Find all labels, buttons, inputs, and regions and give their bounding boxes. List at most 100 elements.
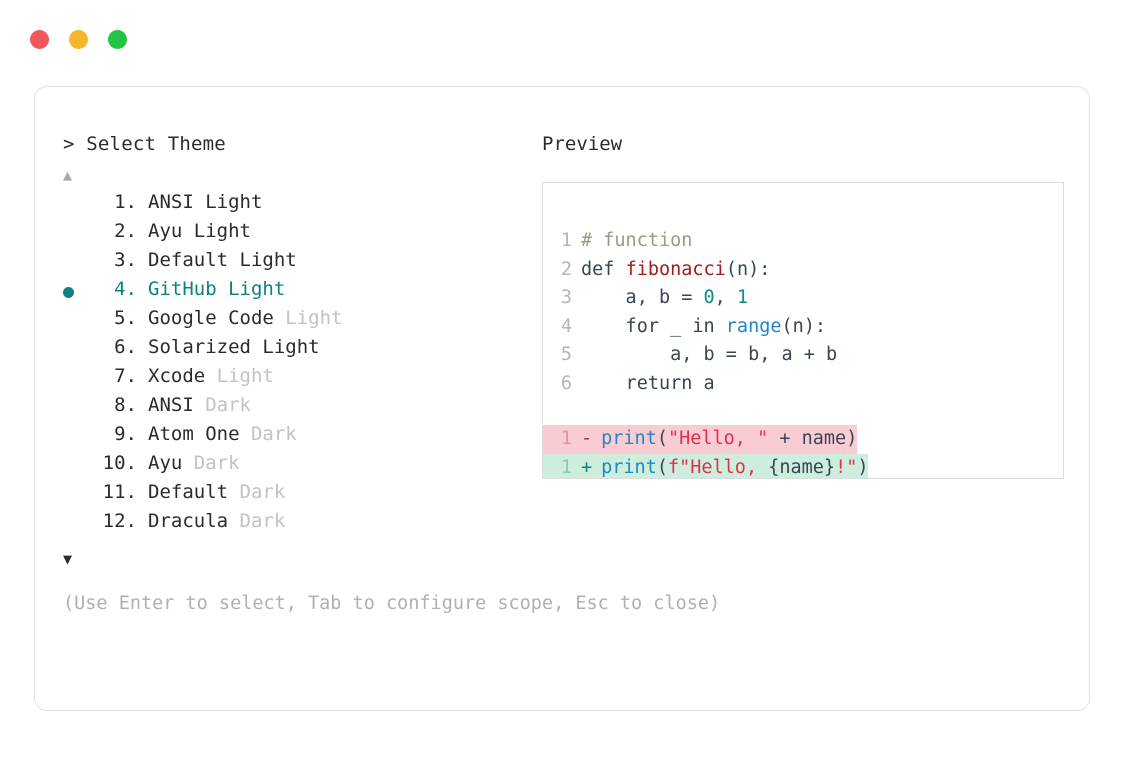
theme-name: ANSI Dark — [148, 394, 251, 416]
diff-line-added: 1 + print(f"Hello, {name}!") — [543, 453, 869, 479]
theme-index: 9. — [114, 423, 137, 445]
theme-variant: Light — [228, 278, 286, 300]
code-line-text: a, b = 0, 1 — [581, 284, 749, 313]
code-token-punct: (n): — [781, 315, 827, 337]
theme-list-item[interactable]: 10. Ayu Dark — [63, 452, 533, 481]
close-button[interactable] — [30, 30, 49, 49]
theme-name: ANSI Light — [148, 191, 263, 213]
theme-variant: Dark — [250, 423, 297, 445]
selection-bullet-cell — [63, 423, 93, 452]
theme-index: 10. — [102, 452, 137, 474]
theme-index: 2. — [114, 220, 137, 242]
code-token-punct: (n): — [725, 258, 771, 280]
theme-name: Solarized Light — [148, 336, 320, 358]
code-token-punct: ( — [656, 456, 668, 478]
theme-list-item[interactable]: 7.Xcode Light — [63, 365, 533, 394]
theme-index: 1. — [114, 191, 137, 213]
code-token-string: !" — [835, 456, 858, 478]
line-number: 1 — [560, 428, 572, 449]
diff-line-text: print(f"Hello, {name}!") — [601, 454, 869, 479]
theme-list-item[interactable]: 9.Atom One Dark — [63, 423, 533, 452]
code-line: 3 a, b = 0, 1 — [558, 284, 1063, 313]
theme-variant: Dark — [193, 452, 240, 474]
theme-list-item[interactable]: 12. Dracula Dark — [63, 510, 533, 539]
selection-bullet-cell — [63, 220, 93, 249]
theme-list-item[interactable]: 5. Google Code Light — [63, 307, 533, 336]
theme-index: 6. — [114, 336, 137, 358]
theme-index: 5. — [114, 307, 137, 329]
code-token-builtin: print — [601, 456, 657, 478]
selection-bullet-cell — [63, 365, 93, 394]
prompt-label: > Select Theme — [63, 133, 226, 155]
theme-list-item[interactable]: 6. Solarized Light — [63, 336, 533, 365]
theme-variant: Dark — [239, 481, 286, 503]
code-line-text: a, b = b, a + b — [581, 341, 837, 370]
theme-name: GitHub Light — [148, 278, 286, 300]
line-number: 3 — [560, 287, 572, 308]
code-token-plain: a, b = — [581, 287, 704, 308]
code-token-string: f"Hello, — [667, 456, 769, 478]
selection-bullet-cell — [63, 481, 93, 510]
code-token-num: 1 — [736, 287, 749, 308]
theme-name: Ayu Dark — [148, 452, 240, 474]
theme-list-item[interactable]: 3. Default Light — [63, 249, 533, 278]
line-number: 1 — [560, 456, 572, 478]
scroll-up-indicator-icon[interactable]: ▲ — [63, 166, 73, 184]
theme-index: 3. — [114, 249, 137, 271]
theme-variant: Light — [205, 191, 263, 213]
theme-index: 4. — [114, 278, 137, 300]
selection-bullet-cell — [63, 249, 93, 278]
code-token-punct: ) — [857, 456, 869, 478]
code-token-builtin: range — [725, 315, 782, 337]
theme-selection-pane: > Select Theme ▲ 1. ANSI Light 2. Ayu Light… — [63, 133, 721, 614]
theme-variant: Light — [262, 336, 320, 358]
theme-index: 7. — [114, 365, 137, 387]
theme-list[interactable]: 1. ANSI Light 2. Ayu Light 3. Default Light 4.… — [63, 191, 533, 539]
diff-line-text: print("Hello, " + name) — [601, 425, 857, 454]
selection-bullet-cell — [63, 510, 93, 539]
theme-list-item[interactable]: 4. GitHub Light — [63, 278, 533, 307]
theme-list-item[interactable]: 2. Ayu Light — [63, 220, 533, 249]
theme-name: Ayu Light — [148, 220, 251, 242]
scroll-down-indicator-icon[interactable]: ▼ — [63, 550, 73, 568]
theme-name: Google Code Light — [148, 307, 343, 329]
selection-bullet-cell — [63, 336, 93, 365]
code-token-plain: return a — [581, 372, 715, 394]
selection-bullet-cell — [63, 394, 93, 423]
theme-list-item[interactable]: 11.Default Dark — [63, 481, 533, 510]
code-token-plain: , — [714, 287, 737, 308]
code-line: 1# function — [558, 227, 1063, 256]
theme-name: Dracula Dark — [148, 510, 286, 532]
theme-name: Default Light — [148, 249, 297, 271]
selection-bullet-cell — [63, 191, 93, 220]
theme-list-item[interactable]: 1. ANSI Light — [63, 191, 533, 220]
code-line: 5 a, b = b, a + b — [558, 341, 1063, 370]
maximize-button[interactable] — [108, 30, 127, 49]
code-token-plain: a, b = b, a + b — [581, 344, 838, 365]
theme-variant: Dark — [239, 510, 286, 532]
theme-picker-card: > Select Theme ▲ 1. ANSI Light 2. Ayu Light… — [34, 86, 1090, 711]
theme-index: 12. — [102, 510, 137, 532]
code-line-text: for _ in range(n): — [581, 313, 827, 342]
code-token-string: "Hello, " — [667, 428, 769, 449]
diff-marker: + — [581, 456, 593, 478]
diff-line-removed: 1-print("Hello, " + name) — [543, 425, 858, 454]
selection-bullet-cell — [63, 452, 93, 481]
line-number: 2 — [560, 258, 572, 280]
selected-bullet-icon — [63, 287, 74, 298]
line-number: 5 — [560, 344, 572, 365]
selection-bullet-cell — [63, 307, 93, 336]
minimize-button[interactable] — [69, 30, 88, 49]
theme-variant: Dark — [205, 394, 251, 416]
code-token-comment: # function — [581, 230, 693, 251]
theme-list-item[interactable]: 8.ANSI Dark — [63, 394, 533, 423]
code-line: 6 return a — [558, 370, 1063, 399]
keyboard-hint: (Use Enter to select, Tab to configure s… — [63, 593, 721, 614]
theme-variant: Light — [216, 365, 274, 387]
theme-variant: Light — [239, 249, 297, 271]
